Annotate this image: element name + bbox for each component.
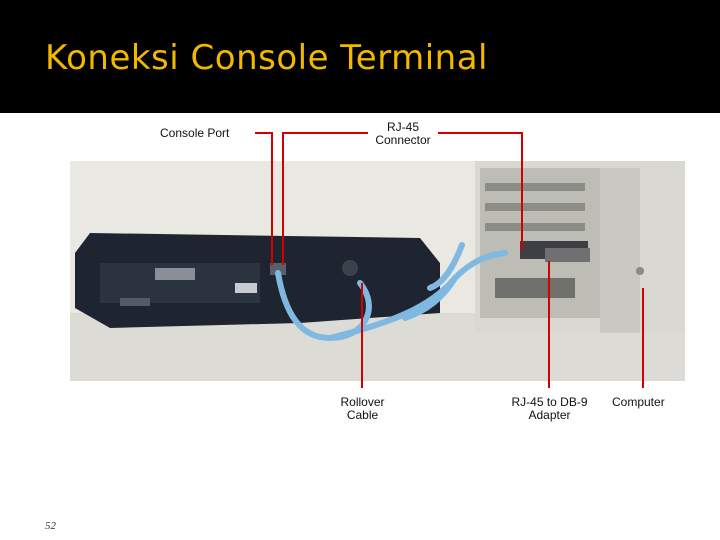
adapter-body: [545, 248, 590, 262]
console-port-label: Console Port: [160, 126, 230, 140]
rj45-connector-label-line2: Connector: [375, 133, 431, 147]
figure-illustration: [70, 132, 685, 388]
slide-title: Koneksi Console Terminal: [45, 38, 488, 78]
rollover-cable-label-line1: Rollover: [340, 395, 385, 409]
adapter-label-line1: RJ-45 to DB-9: [511, 395, 588, 409]
rollover-cable-label-line2: Cable: [346, 408, 379, 422]
adapter-label-line2: Adapter: [528, 408, 571, 422]
rj45-connector-label-line1: RJ-45: [386, 120, 419, 134]
router: [75, 233, 440, 328]
pointer-lines: [255, 132, 644, 388]
title-bar: Koneksi Console Terminal: [0, 0, 720, 113]
rj45-connector-label: RJ-45 Connector: [368, 121, 438, 147]
adapter-label: RJ-45 to DB-9 Adapter: [497, 396, 602, 422]
router-console-port: [270, 263, 286, 275]
computer-case: [475, 161, 685, 333]
rollover-cable-label: Rollover Cable: [330, 396, 395, 422]
slide-number: 52: [45, 520, 56, 532]
computer-label: Computer: [612, 395, 665, 409]
console-connection-figure: Console Port RJ-45 Connector Rollover Ca…: [0, 113, 720, 433]
rollover-cable: [275, 242, 508, 342]
